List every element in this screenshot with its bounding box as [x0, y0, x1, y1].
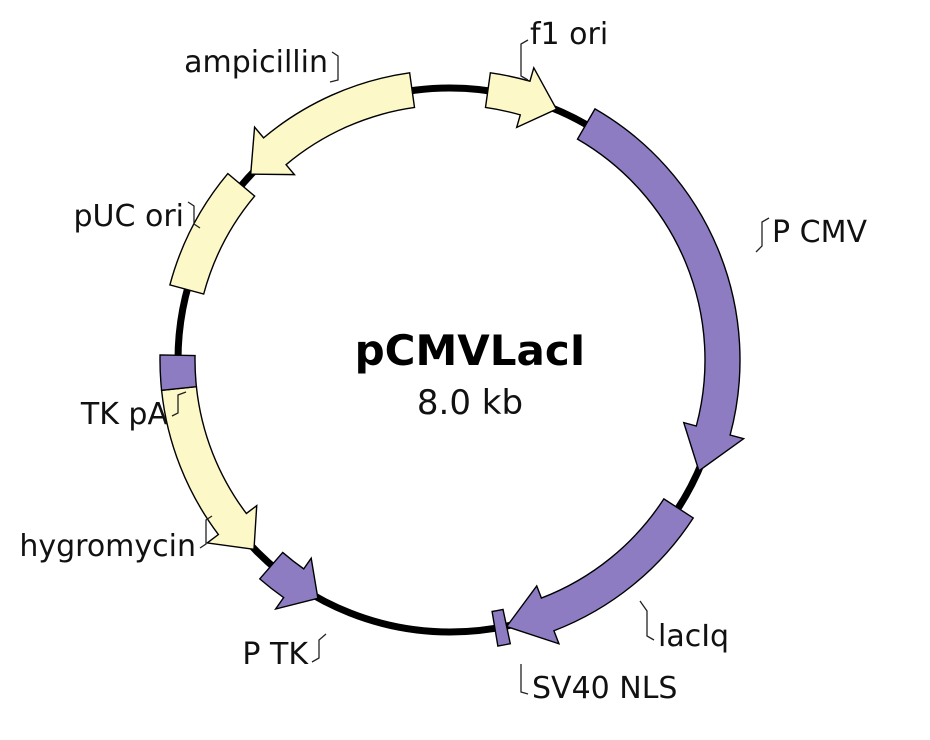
leader-puc-ori — [187, 201, 201, 229]
label-puc-ori: pUC ori — [73, 199, 184, 234]
leader-f1-ori — [520, 39, 529, 81]
label-tk-pa: TK pA — [80, 397, 169, 432]
label-ampicillin: ampicillin — [184, 45, 328, 80]
feature-hygromycin-arrow — [160, 385, 258, 551]
leader-ampicillin — [329, 51, 339, 83]
plasmid-size: 8.0 kb — [417, 383, 523, 423]
leader-tk-pa — [171, 391, 187, 417]
label-hygromycin: hygromycin — [19, 529, 196, 564]
feature-p-tk-arrow — [258, 551, 319, 611]
label-laciq: lacIq — [658, 619, 729, 654]
leader-hygromycin — [199, 515, 213, 549]
label-f1-ori: f1 ori — [530, 17, 608, 52]
leader-sv40-nls — [520, 664, 529, 695]
feature-f1-ori-arrow — [484, 65, 558, 129]
leader-lines — [171, 39, 770, 695]
label-sv40-nls: SV40 NLS — [532, 671, 677, 706]
leader-p-tk — [311, 633, 327, 663]
feature-sv40-nls-block — [491, 608, 512, 647]
feature-puc-ori-block — [169, 172, 256, 295]
feature-ampicillin-arrow — [249, 72, 416, 176]
feature-p-cmv-arrow — [576, 107, 746, 472]
leader-laciq — [639, 600, 655, 641]
plasmid-name: pCMVLacI — [355, 326, 586, 375]
feature-laciq-arrow — [505, 497, 695, 645]
label-p-tk: P TK — [242, 637, 309, 672]
leader-p-cmv — [755, 217, 770, 253]
feature-arcs — [159, 65, 746, 647]
label-p-cmv: P CMV — [772, 215, 867, 250]
feature-tk-pa-block — [159, 354, 198, 392]
